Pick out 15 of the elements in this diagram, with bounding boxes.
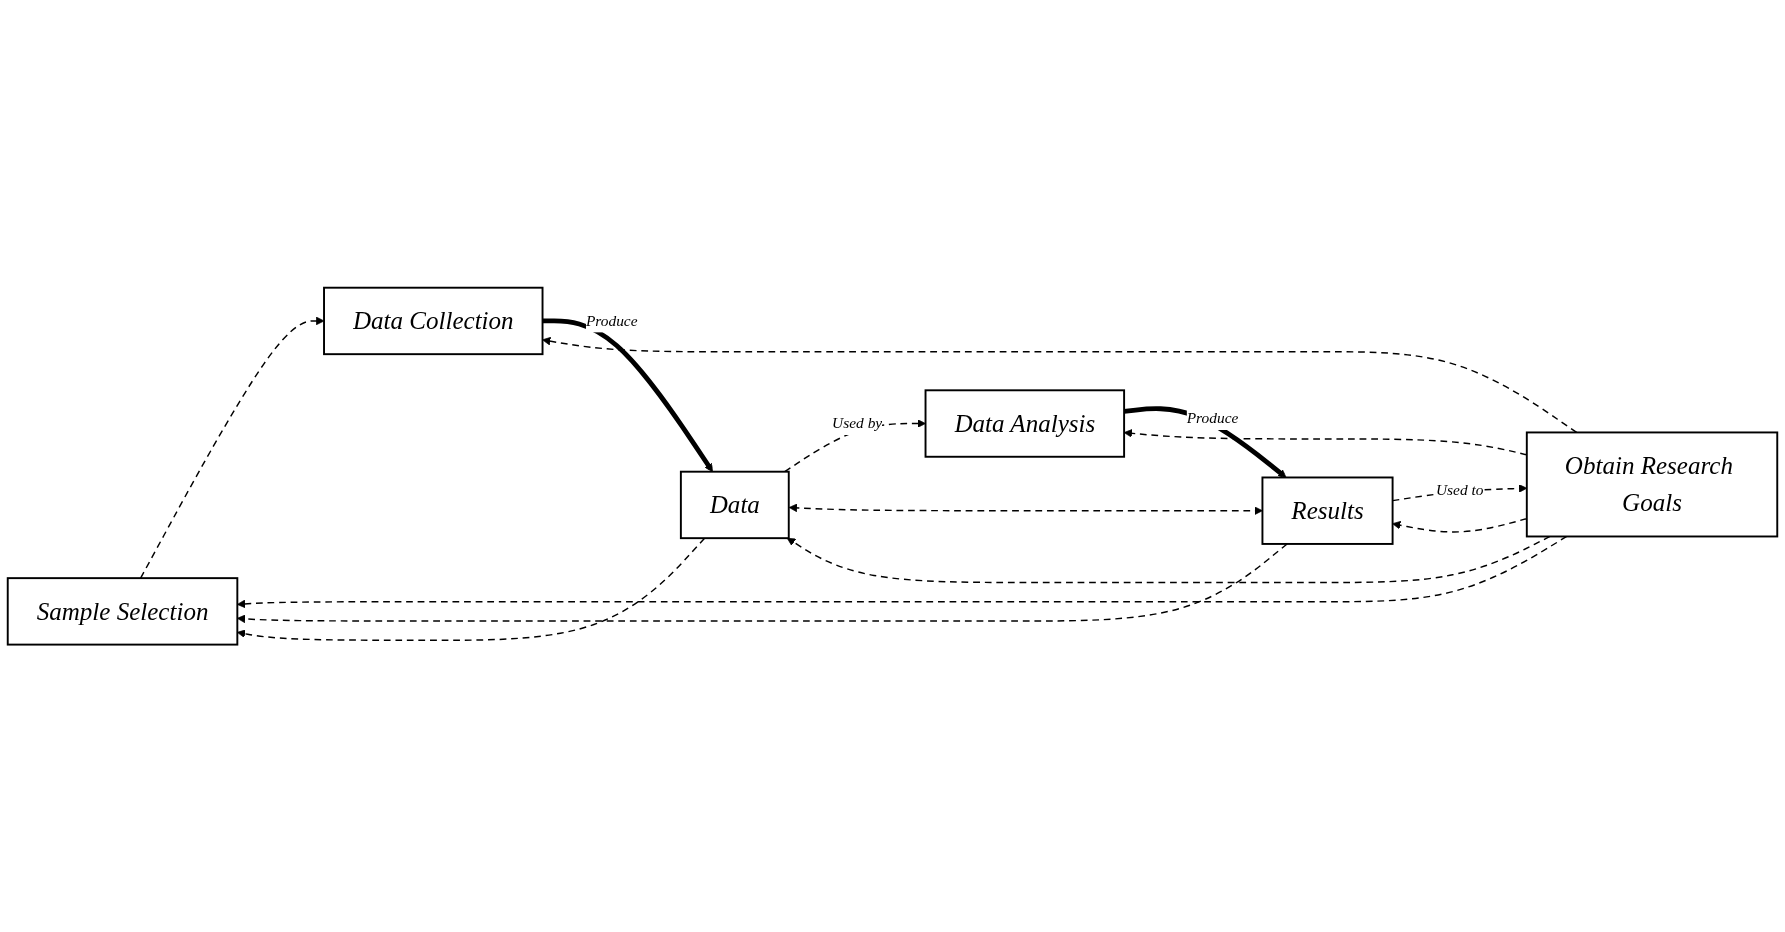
node-box: Results — [1261, 476, 1394, 545]
node-box: Data — [679, 470, 790, 539]
edge-label: Used by — [832, 414, 883, 432]
node-box: Data Collection — [323, 286, 544, 355]
arrow — [542, 318, 713, 472]
edge-label: Used to — [1435, 481, 1484, 498]
arrow — [542, 336, 1578, 433]
node-box: Data Analysis — [924, 389, 1126, 458]
arrow — [139, 316, 325, 579]
edge-label: Produce — [1186, 409, 1239, 427]
node-box: Obtain Research Goals — [1525, 431, 1779, 538]
arrow — [788, 503, 1263, 515]
arrow — [786, 535, 1551, 584]
node-box: Sample Selection — [6, 577, 239, 646]
edge-label: Produce — [585, 312, 638, 329]
